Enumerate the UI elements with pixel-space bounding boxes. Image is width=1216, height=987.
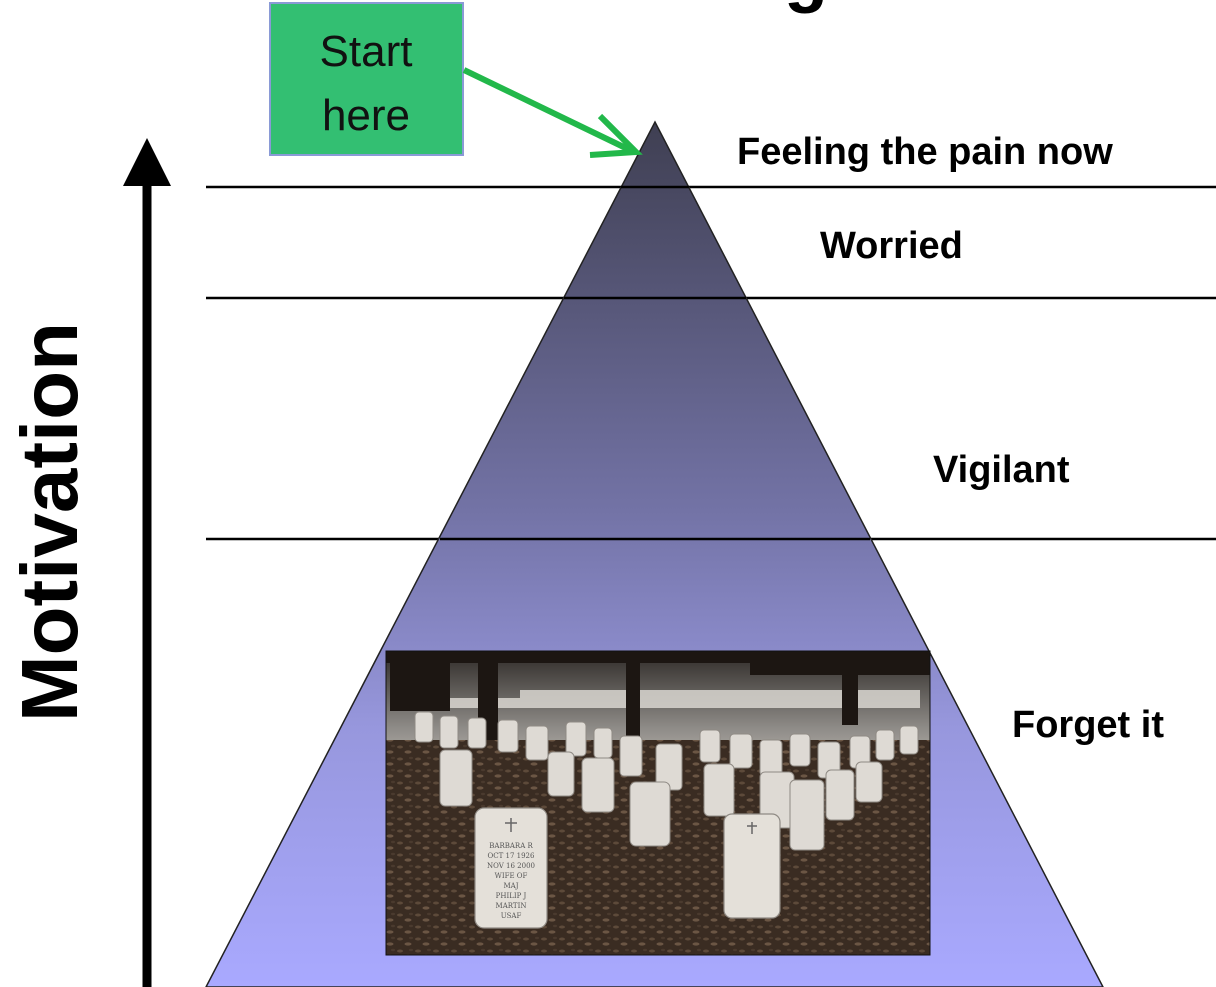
slide-title-fragment: g: [784, 0, 828, 14]
start-here-callout-box: [269, 2, 464, 156]
start-here-line-1: Start: [320, 27, 413, 76]
cemetery-photo-frame: [385, 650, 931, 956]
headstone-line-1: BARBARA R: [489, 842, 533, 850]
start-here-line-2: here: [322, 91, 410, 140]
level-label-vigilant: Vigilant: [933, 449, 1070, 491]
cemetery-photo: BARBARA R OCT 17 1926 NOV 16 2000 WIFE O…: [386, 651, 930, 955]
motivation-axis-arrowhead: [123, 138, 171, 186]
level-label-feeling-the-pain-now: Feeling the pain now: [737, 131, 1113, 173]
headstone-line-5: MAJ: [503, 882, 518, 890]
headstone-cross-icon: [505, 818, 757, 834]
headstone-line-2: OCT 17 1926: [488, 852, 535, 860]
headstone-line-3: NOV 16 2000: [487, 862, 535, 870]
start-here-arrow-line: [462, 67, 636, 155]
headstone-line-8: USAF: [501, 912, 522, 920]
headstone-line-7: MARTIN: [496, 902, 527, 910]
start-here-arrow-head: [589, 113, 643, 158]
motivation-axis-label: Motivation: [5, 322, 94, 722]
headstone-line-4: WIFE OF: [495, 872, 528, 880]
level-label-forget-it: Forget it: [1012, 704, 1164, 746]
headstone-line-6: PHILIP J: [496, 892, 527, 900]
level-label-worried: Worried: [820, 225, 963, 267]
